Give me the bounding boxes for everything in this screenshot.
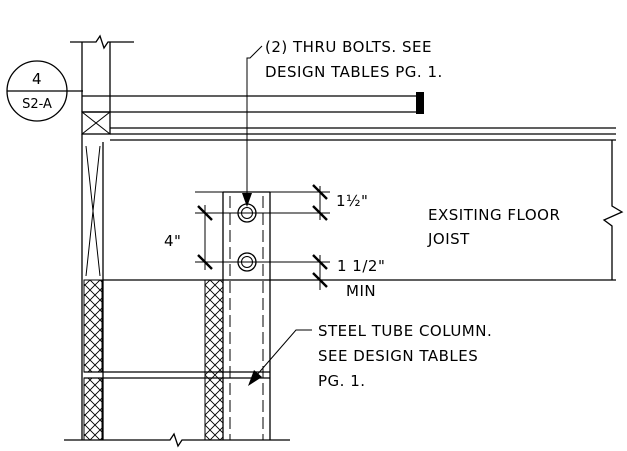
detail-tag: 4 S2-A bbox=[6, 60, 83, 122]
dim-tick-top-edge-1 bbox=[312, 184, 328, 200]
floor-joist bbox=[103, 127, 624, 281]
note-column-line-3: PG. 1. bbox=[318, 372, 366, 390]
dim-bottom-edge-min: MIN bbox=[346, 282, 376, 300]
column-leader-arrow bbox=[248, 370, 262, 386]
note-bolts-line-1: (2) THRU BOLTS. SEE bbox=[265, 38, 432, 56]
bolts-leader-arrow bbox=[242, 193, 252, 207]
steel-tube-column bbox=[222, 191, 271, 440]
note-column-line-1: STEEL TUBE COLUMN. bbox=[318, 322, 492, 340]
joist-break-line bbox=[602, 140, 624, 280]
top-break-line bbox=[70, 34, 134, 50]
leaders bbox=[242, 45, 312, 386]
dim-tick-bottom-edge-1 bbox=[312, 254, 328, 270]
hatch-block-left-upper bbox=[83, 279, 103, 373]
dim-top-edge-whole: 1 bbox=[336, 192, 346, 210]
note-joist-line-2: JOIST bbox=[427, 230, 470, 248]
column-leader-line bbox=[255, 329, 312, 377]
dim-tick-spacing-bottom bbox=[197, 254, 213, 270]
beam-end-mark bbox=[416, 92, 424, 114]
bottom-break-line bbox=[64, 432, 290, 448]
note-bolts-line-2: DESIGN TABLES PG. 1. bbox=[265, 63, 443, 81]
dim-spacing: 4" bbox=[164, 232, 181, 250]
top-plate-line bbox=[82, 92, 424, 114]
note-joist-line-1: EXSITING FLOOR bbox=[428, 206, 560, 224]
dimensions: 1 ½" 4" 1 1/2" MIN bbox=[164, 184, 385, 300]
wall-stud bbox=[64, 34, 290, 448]
dim-tick-bottom-edge-2 bbox=[312, 272, 328, 288]
stud-cross bbox=[85, 145, 101, 277]
detail-number: 4 bbox=[32, 70, 42, 88]
notes: (2) THRU BOLTS. SEE DESIGN TABLES PG. 1.… bbox=[265, 38, 560, 390]
dim-bottom-edge: 1 1/2" bbox=[337, 257, 385, 275]
detail-sheet: S2-A bbox=[22, 97, 52, 112]
dim-top-edge-fraction: ½" bbox=[346, 192, 368, 210]
hatch-block-right bbox=[204, 279, 224, 441]
dim-tick-top-edge-2 bbox=[312, 205, 328, 221]
dim-tick-spacing-top bbox=[197, 205, 213, 221]
hatch-block-left-lower bbox=[83, 377, 103, 441]
top-plate-cross bbox=[81, 111, 111, 135]
note-column-line-2: SEE DESIGN TABLES bbox=[318, 347, 478, 365]
bolts-leader-line bbox=[246, 45, 263, 200]
